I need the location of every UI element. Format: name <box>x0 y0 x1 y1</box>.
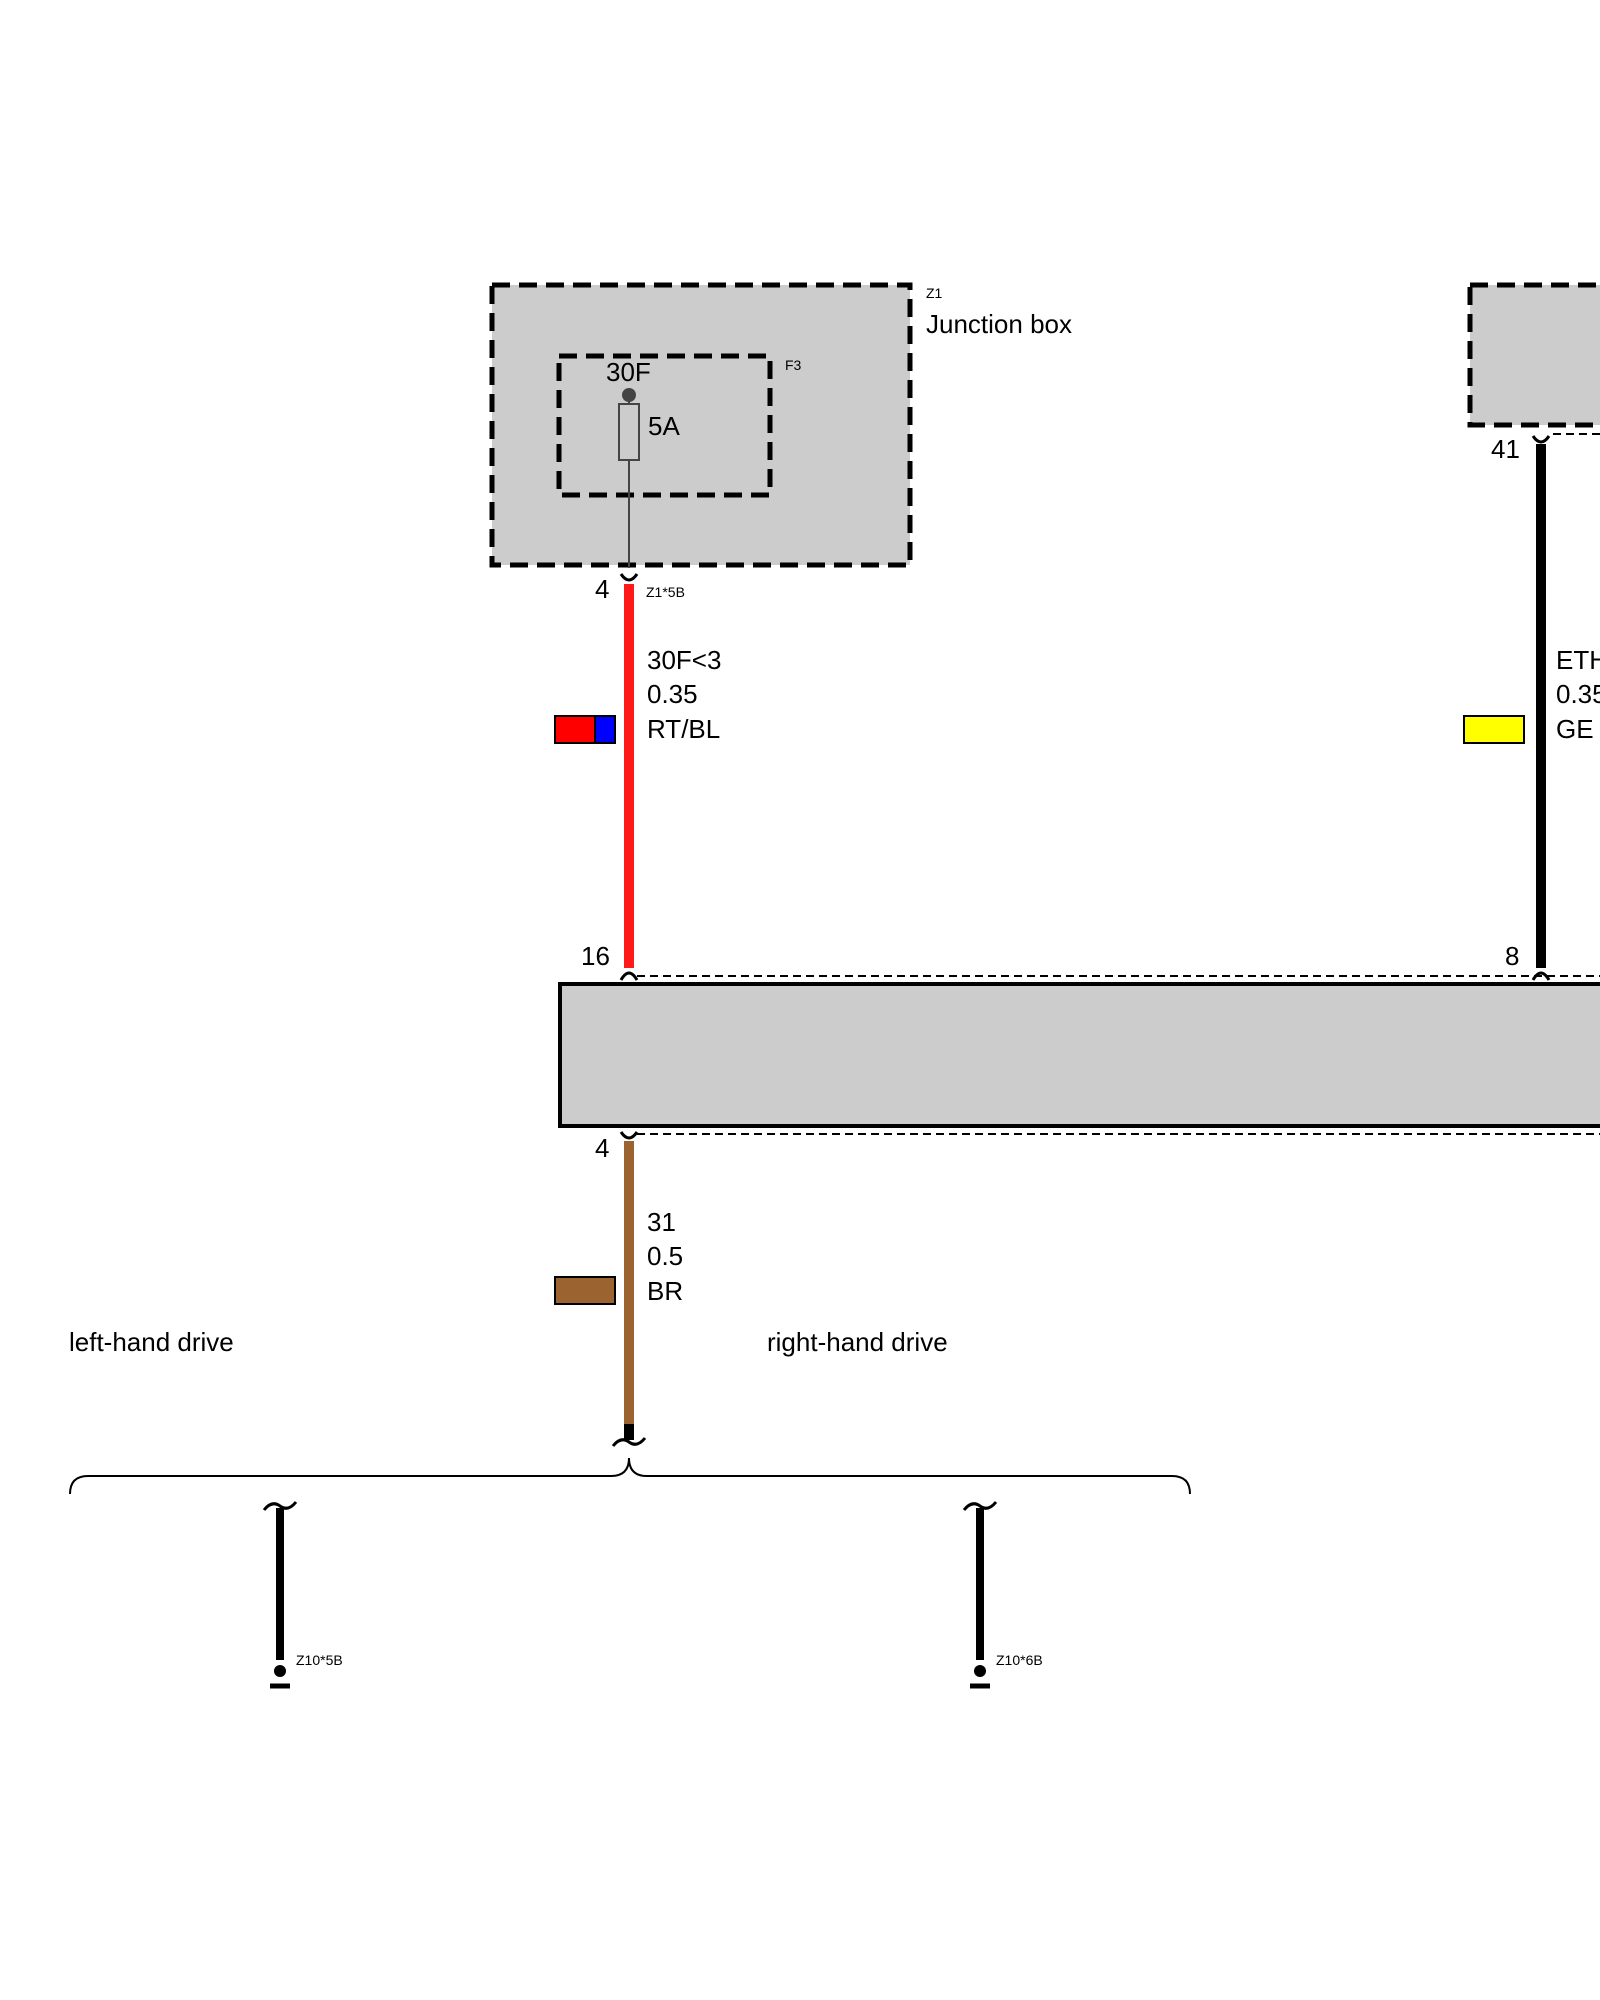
wire-brown-swatch <box>554 1276 616 1305</box>
control-unit-box <box>558 982 1600 1128</box>
junction-box-id: Z1 <box>926 285 943 301</box>
fuse-holder-box <box>556 353 773 498</box>
fuse-terminal-label: 30F <box>606 357 651 387</box>
pin-16-hook <box>619 971 639 981</box>
right-module-box <box>1467 282 1600 428</box>
wire-black-swatch-yellow <box>1463 715 1525 744</box>
junction-connector-id: Z1*5B <box>646 584 685 600</box>
branch-brace <box>69 1457 1191 1495</box>
right-branch-connector: Z10*6B <box>996 1652 1043 1668</box>
control-unit-bottom-hook <box>619 1131 639 1140</box>
left-branch-terminal-dot <box>274 1665 286 1677</box>
left-branch-connector: Z10*5B <box>296 1652 343 1668</box>
control-unit-pin-16: 16 <box>581 941 610 971</box>
wire-black-gauge: 0.35 <box>1556 679 1600 709</box>
wire-red-swatch-red <box>554 715 596 744</box>
left-branch-tilde <box>262 1501 298 1511</box>
wire-red-signal: 30F<3 <box>647 645 721 675</box>
right-branch-tilde <box>962 1501 998 1511</box>
wire-brown-gauge: 0.5 <box>647 1241 683 1271</box>
junction-output-pin: 4 <box>595 574 609 604</box>
junction-box-name: Junction box <box>926 309 1072 339</box>
fuse-id: F3 <box>785 357 802 373</box>
wire-black-signal: ETH <box>1556 645 1600 675</box>
right-module-pin: 41 <box>1491 434 1520 464</box>
splice-tilde <box>611 1437 647 1447</box>
wire-red-gauge: 0.35 <box>647 679 698 709</box>
pin-41-hook <box>1531 435 1551 444</box>
pin-8-hook <box>1531 971 1551 981</box>
right-branch-terminal-dot <box>974 1665 986 1677</box>
fuse-rating: 5A <box>648 411 680 441</box>
wire-red-swatch-blue <box>594 715 616 744</box>
wire-brown-signal: 31 <box>647 1207 676 1237</box>
wire-brown-color-code: BR <box>647 1276 683 1306</box>
control-unit-pin-bottom: 4 <box>595 1133 609 1163</box>
left-hand-drive-label: left-hand drive <box>69 1327 234 1357</box>
wire-red-color-code: RT/BL <box>647 714 720 744</box>
pin-4-top-hook <box>619 573 639 582</box>
right-hand-drive-label: right-hand drive <box>767 1327 948 1357</box>
wire-black-color-code: GE <box>1556 714 1594 744</box>
control-unit-pin-8: 8 <box>1505 941 1519 971</box>
